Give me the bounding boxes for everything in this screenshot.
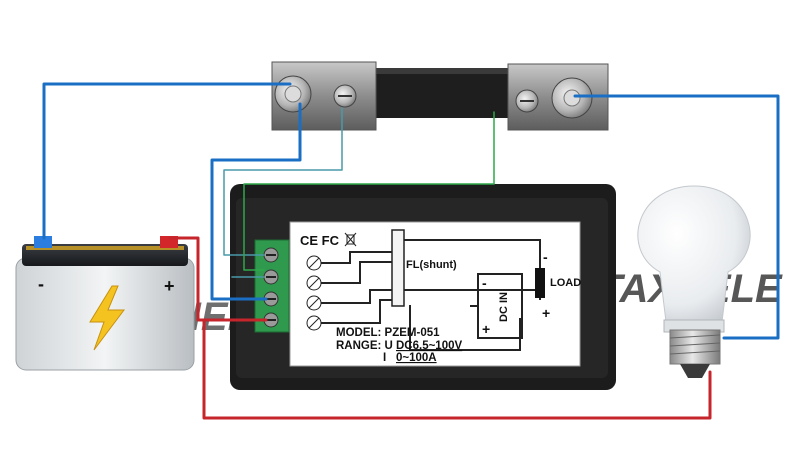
meter-label-panel [289, 221, 581, 367]
load-symbol [535, 268, 545, 298]
battery-negative-label: - [38, 274, 44, 294]
wire-shunt-to-bulb [573, 94, 780, 340]
terminal-screws [263, 247, 279, 328]
weee-bin-icon [344, 232, 357, 247]
load-minus-label: - [543, 249, 548, 265]
range-current-prefix: I [383, 352, 386, 364]
load-label: LOAD [550, 277, 581, 289]
shunt-resistor [271, 61, 609, 131]
dcin-label: DC IN [498, 292, 510, 322]
shunt-symbol [391, 229, 405, 307]
dcin-plus-label: + [482, 321, 490, 337]
power-meter: CE FC FL(shunt) LOAD - + - + DC IN [230, 184, 616, 390]
battery: - + [15, 236, 195, 371]
dcin-minus-label: - [482, 275, 487, 291]
light-bulb [637, 185, 751, 378]
battery-negative-terminal [34, 236, 52, 248]
wire-shunt-sense [223, 107, 343, 256]
wire-battery-positive-to-meter [168, 236, 268, 322]
model-label: MODEL: PZEM-051 [336, 327, 440, 339]
battery-positive-label: + [164, 276, 175, 296]
lightning-bolt-icon [89, 285, 125, 351]
wire-battery-positive-to-bulb [202, 318, 712, 420]
shunt-resistor-bar [372, 68, 512, 118]
wire-shunt-green-sense [243, 111, 495, 271]
wire-battery-negative-to-shunt [42, 82, 292, 240]
panel-terminal-symbols [306, 255, 322, 331]
cert-marks: CE FC [300, 233, 340, 248]
wire-shunt-to-meter-input [210, 102, 302, 301]
shunt-label: FL(shunt) [406, 259, 457, 271]
bulb-glass [637, 185, 751, 323]
range-prefix: RANGE: U [336, 340, 393, 352]
range-current: 0~100A [396, 352, 437, 364]
range-voltage: DC6.5~100V [396, 340, 462, 352]
load-plus-label: + [542, 305, 550, 321]
